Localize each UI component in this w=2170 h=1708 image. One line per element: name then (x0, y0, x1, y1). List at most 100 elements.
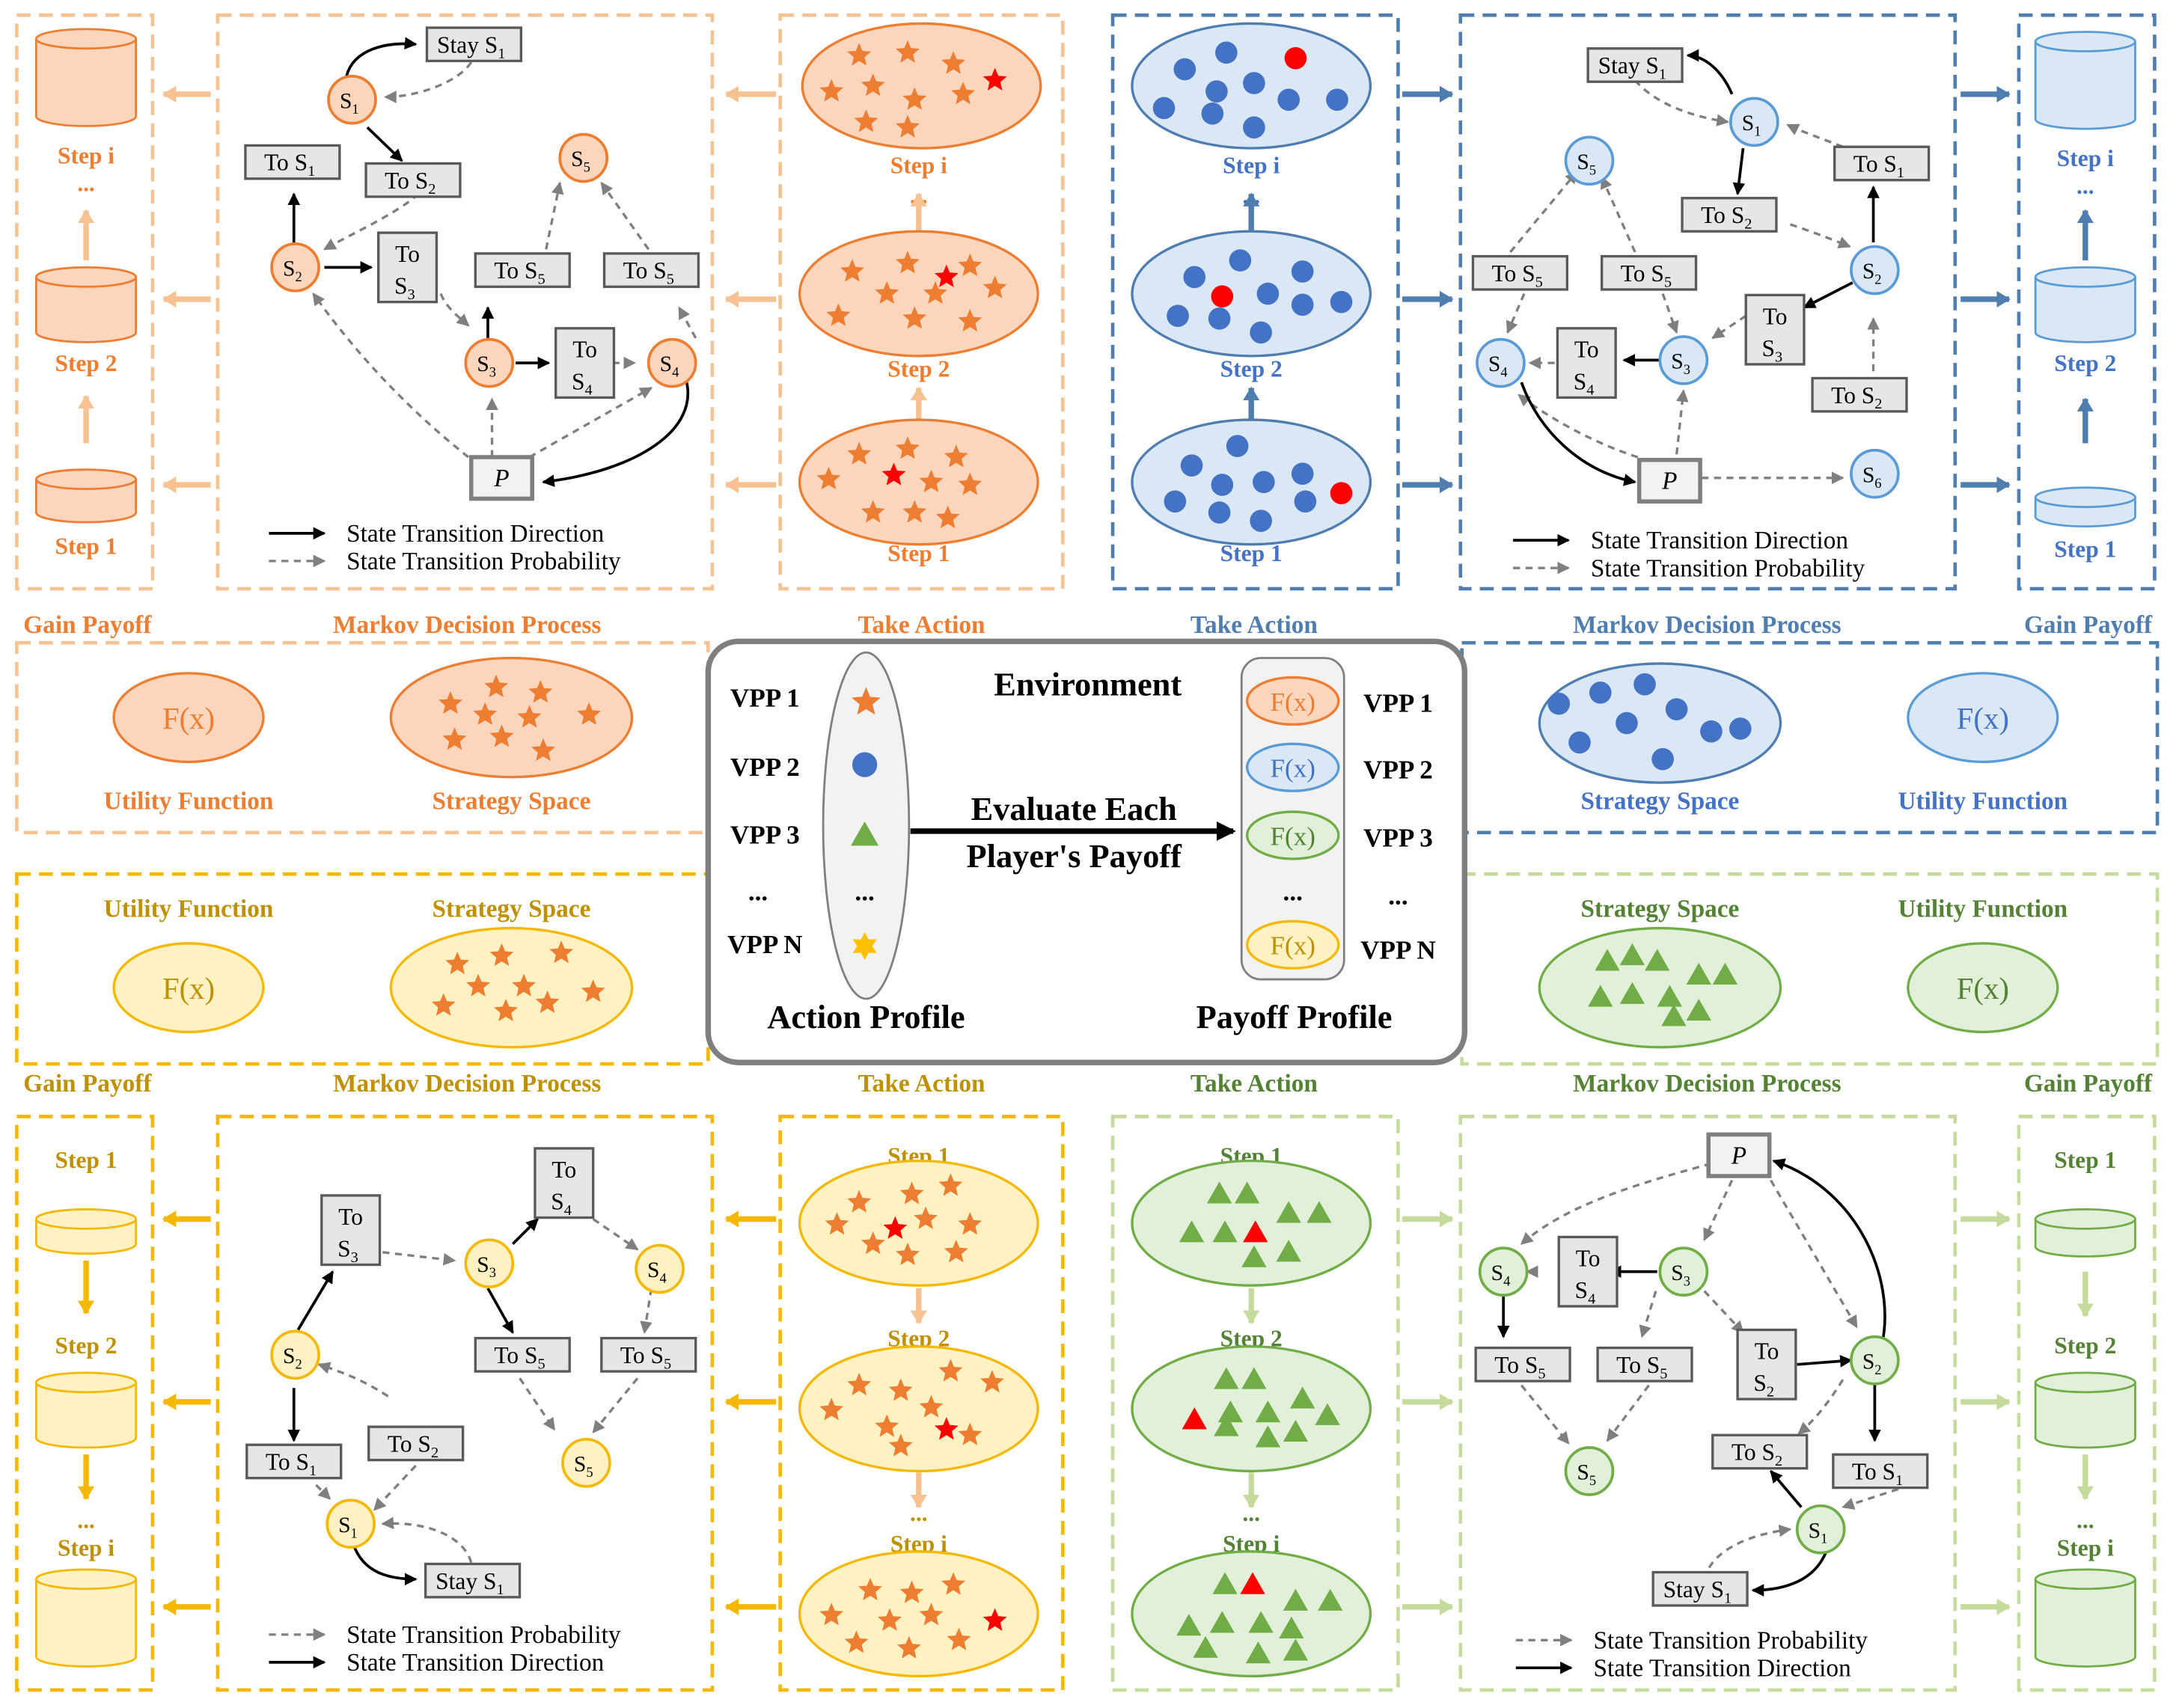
label-subscript: 1 (1821, 1532, 1827, 1547)
star-icon (445, 952, 470, 975)
star-icon (899, 1181, 924, 1205)
transition-probability-arrow (545, 181, 564, 250)
policy-node-label: P (1731, 1142, 1746, 1169)
payoff-fx-label: F(x) (1270, 931, 1315, 961)
transition-probability-arrow (1509, 171, 1578, 254)
state-node (647, 337, 697, 388)
star-icon (819, 79, 844, 102)
label-subscript: 5 (538, 272, 545, 288)
label-main: S (1809, 1519, 1821, 1543)
star-icon (941, 1572, 966, 1595)
triangle-icon (1214, 1367, 1239, 1389)
payoff-dots: ... (1283, 878, 1303, 907)
step-dots: ... (77, 171, 95, 197)
state-node-label: S3 (1671, 350, 1690, 378)
state-node (464, 1238, 515, 1288)
transition-box-label: To (1755, 1338, 1779, 1364)
database-icon-top (2034, 486, 2136, 509)
blue-mdp-panel (1458, 13, 1957, 591)
strategy-ellipse (1131, 1345, 1372, 1473)
transition-box-label: To S5 (1492, 260, 1543, 290)
step-label: Step 2 (55, 1332, 117, 1359)
star-icon (489, 943, 514, 967)
star-icon (914, 1206, 938, 1229)
label-main: To S (388, 1430, 431, 1457)
transition-probability-arrow (1797, 1379, 1845, 1435)
star-icon (825, 1212, 849, 1235)
step-label: Step 1 (55, 1147, 117, 1173)
label-main: To S (1621, 260, 1664, 287)
database-icon-top (34, 266, 138, 288)
transition-probability-arrow (381, 1516, 473, 1564)
strategy-ellipse (1131, 1159, 1372, 1287)
transition-probability-arrow (1703, 1290, 1744, 1334)
step-dots: ... (910, 1500, 928, 1526)
transition-box-label: To S1 (1853, 151, 1904, 181)
star-icon (899, 1580, 924, 1603)
database-icon (2034, 1579, 2136, 1668)
dot-icon (1633, 673, 1656, 696)
action-profile-title: Action Profile (767, 998, 965, 1035)
transition-box (1736, 1328, 1797, 1401)
step-label: Step 1 (2054, 1147, 2116, 1173)
transition-box (1474, 1346, 1571, 1383)
star-icon (484, 674, 509, 697)
label-subscript: 5 (667, 272, 674, 288)
label-main: To S (1701, 202, 1744, 228)
dot-icon (1616, 711, 1638, 735)
transition-box-label: S4 (551, 1188, 572, 1218)
state-node-label: S4 (647, 1258, 667, 1286)
transition-probability-arrow (1506, 293, 1526, 334)
transition-box (474, 1336, 571, 1373)
database-icon-top (2034, 1371, 2136, 1394)
triangle-icon (1657, 985, 1683, 1007)
selected-star-icon (934, 264, 959, 287)
transition-probability-arrow (323, 192, 420, 251)
transition-box-label: To (551, 1157, 576, 1183)
blue-gain-title: Gain Payoff (2024, 611, 2153, 639)
vpp-label: VPP 2 (730, 753, 800, 782)
step-label: Step i (1223, 152, 1280, 178)
transition-box-label: S4 (1574, 368, 1595, 398)
transition-box-label: To S2 (385, 168, 435, 198)
dot-icon (1226, 435, 1249, 458)
transition-direction-arrow (486, 1288, 514, 1334)
state-node-label: S2 (283, 257, 302, 284)
triangle-icon (1318, 1588, 1343, 1611)
transition-box-label: To S5 (620, 1342, 671, 1372)
dot-icon (1205, 80, 1228, 103)
label-subscript: 5 (1589, 1474, 1596, 1489)
transition-probability-arrow (1518, 394, 1639, 459)
label-main: S (1491, 1261, 1503, 1285)
transition-probability-arrow (1786, 123, 1844, 148)
label-subscript: 1 (351, 1526, 358, 1541)
star-icon (919, 1603, 944, 1626)
triangle-icon (1255, 1425, 1281, 1448)
strategy-ellipse (1131, 230, 1372, 358)
star-icon (944, 444, 968, 468)
transition-probability-arrow (1703, 1524, 1792, 1580)
step-dots: ... (77, 1507, 95, 1533)
label-subscript: 1 (1724, 1590, 1732, 1606)
triangle-icon (1276, 1240, 1301, 1262)
transition-direction-arrow (1803, 281, 1853, 309)
dot-icon (1291, 462, 1314, 486)
transition-probability-arrow (1601, 176, 1636, 253)
triangle-icon (1588, 985, 1613, 1007)
step-dots: ... (2076, 1507, 2094, 1533)
database-icon-top (34, 1208, 138, 1230)
star-icon (902, 306, 927, 329)
transition-probability-arrow (384, 61, 473, 103)
label-main: S (1671, 1261, 1683, 1285)
triangle-icon (1179, 1220, 1205, 1243)
dot-icon (1164, 490, 1187, 513)
transition-box (600, 1336, 697, 1373)
triangle-icon (1243, 1220, 1268, 1243)
label-main: S (340, 89, 352, 113)
label-main: S (1488, 352, 1500, 376)
transition-probability-arrow (592, 1218, 639, 1251)
transition-box-label: To (338, 1204, 363, 1230)
transition-probability-arrow (640, 1288, 653, 1335)
label-main: S (1762, 335, 1776, 361)
